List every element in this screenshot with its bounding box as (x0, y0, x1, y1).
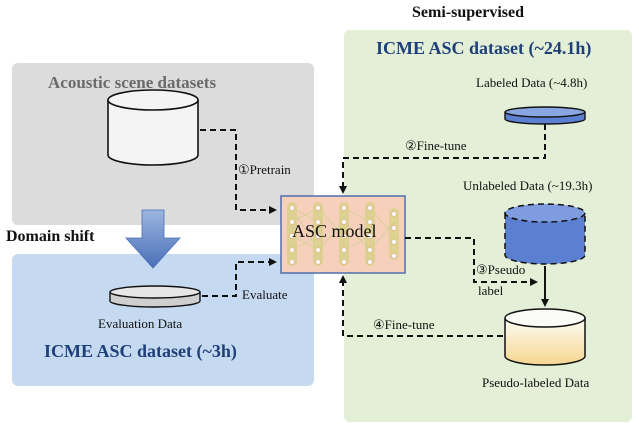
step-finetune-1-label: ②Fine-tune (405, 138, 467, 153)
domain-shift-label: Domain shift (6, 228, 95, 245)
step-pseudo-label-line2: label (478, 283, 504, 298)
labeled-database-icon (504, 106, 586, 125)
pretrain-connector (200, 129, 277, 214)
asc-model-box (280, 195, 406, 274)
step-finetune-2-label: ④Fine-tune (373, 317, 435, 332)
icme-small-panel-title: ICME ASC dataset (~3h) (44, 341, 237, 361)
acoustic-database-icon (107, 89, 199, 166)
asc-model-label: ASC model (292, 221, 377, 241)
unlabeled-data-label: Unlabeled Data (~19.3h) (463, 178, 593, 193)
labeled-data-label: Labeled Data (~4.8h) (476, 75, 588, 90)
step-evaluate-label: Evaluate (242, 287, 288, 302)
diagram-title: Semi-supervised (412, 4, 524, 21)
step-pretrain-label: ①Pretrain (238, 162, 291, 177)
finetune-2-connector (339, 275, 503, 337)
evaluation-database-icon (109, 285, 201, 308)
acoustic-panel-title: Acoustic scene datasets (48, 73, 217, 92)
unlabeled-database-icon (504, 203, 586, 265)
step-pseudo-label-line1: ③Pseudo (476, 262, 526, 277)
domain-shift-arrow-icon (125, 209, 181, 269)
icme-asc-small-panel (12, 254, 314, 386)
evaluation-data-label: Evaluation Data (98, 316, 183, 331)
finetune-1-connector (339, 124, 546, 194)
pseudo-labeled-database-icon (504, 308, 586, 366)
pseudo-labeled-data-label: Pseudo-labeled Data (482, 375, 590, 390)
pseudo-label-connector (405, 237, 538, 286)
evaluate-connector (202, 258, 277, 297)
semi-panel-title: ICME ASC dataset (~24.1h) (376, 38, 592, 58)
